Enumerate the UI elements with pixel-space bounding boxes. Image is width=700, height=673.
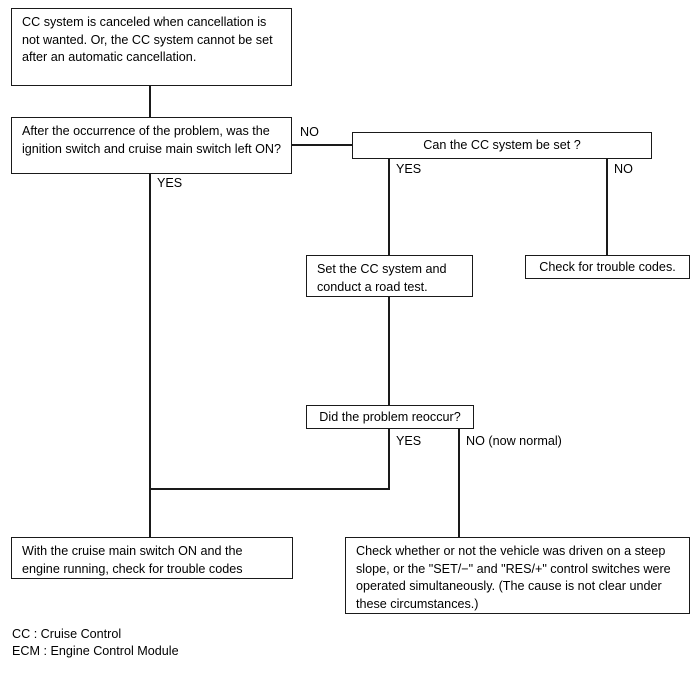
box-question-can-set: Can the CC system be set ? (352, 132, 652, 159)
box-question-reoccur: Did the problem reoccur? (306, 405, 474, 429)
box-action-set-road-test: Set the CC system and conduct a road tes… (306, 255, 473, 297)
connector-reoccur-yes-vertical (388, 428, 390, 490)
connector-ignition-yes-vertical (149, 173, 151, 490)
connector-reoccur-no-vertical (458, 428, 460, 538)
box-action-cruise-on-check: With the cruise main switch ON and the e… (11, 537, 293, 579)
connector-junction-to-bottomleft (149, 488, 151, 538)
edge-label-canset-no: NO (614, 162, 633, 176)
connector-reoccur-yes-horizontal (149, 488, 390, 490)
edge-label-ignition-yes: YES (157, 176, 183, 190)
edge-label-ignition-no: NO (300, 125, 319, 139)
box-action-check-codes: Check for trouble codes. (525, 255, 690, 279)
connector-canset-yes-vertical (388, 158, 390, 256)
connector-ignition-no-horizontal (291, 144, 353, 146)
box-action-check-steep-slope: Check whether or not the vehicle was dri… (345, 537, 690, 614)
edge-label-reoccur-no: NO (now normal) (466, 434, 562, 448)
connector-roadtest-to-reoccur (388, 296, 390, 406)
box-question-ignition: After the occurrence of the problem, was… (11, 117, 292, 174)
box-symptom: CC system is canceled when cancellation … (11, 8, 292, 86)
legend-cc: CC : Cruise Control (12, 627, 122, 641)
connector-canset-no-vertical (606, 158, 608, 256)
legend-ecm: ECM : Engine Control Module (12, 644, 179, 658)
edge-label-reoccur-yes: YES (396, 434, 422, 448)
edge-label-canset-yes: YES (396, 162, 422, 176)
connector-symptom-to-ignition (149, 85, 151, 118)
